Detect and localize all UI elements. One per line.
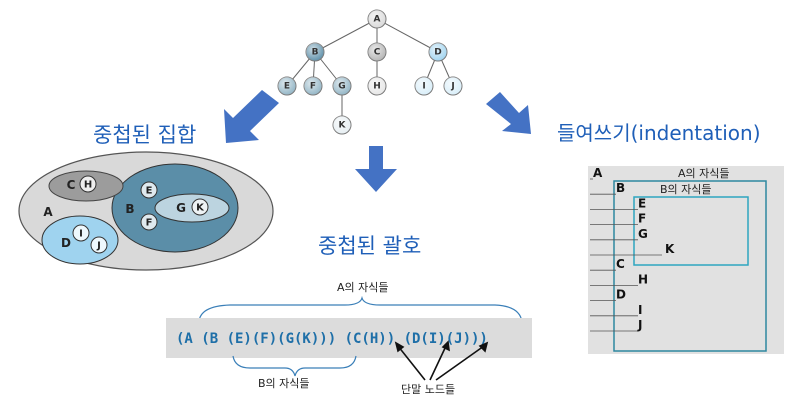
tree-node-G-shine	[333, 77, 351, 95]
tree-node-C: C	[367, 42, 387, 62]
set-G-label: G	[176, 201, 186, 215]
tree-node-J-shine	[444, 77, 462, 95]
parens-b-children-label: B의 자식들	[258, 377, 310, 390]
tree-node-H-shine	[368, 77, 386, 95]
parens-a-children-label: A의 자식들	[337, 281, 389, 294]
leaf-arrows	[394, 340, 489, 381]
nested-sets: A B C H D E F G K I J	[18, 151, 274, 271]
tree-node-F-shine	[304, 77, 322, 95]
indent-a-frame	[613, 180, 767, 352]
indent-row-B: B	[616, 181, 625, 195]
indent-b-children-label: B의 자식들	[660, 183, 712, 196]
tree-node-K-shine	[333, 116, 351, 134]
tree-node-F-label: F	[310, 82, 316, 92]
set-K-circle	[191, 198, 209, 216]
set-B-label: B	[125, 202, 134, 216]
tree-node-K-label: K	[339, 121, 347, 131]
arrow-to-indent	[486, 92, 531, 134]
tree-node-J-label: J	[450, 82, 454, 92]
tree-edge-A-B	[314, 18, 378, 53]
tree-edges	[286, 18, 454, 125]
tree-node-B-shine	[306, 43, 324, 61]
indent-row-D: D	[616, 288, 626, 302]
indent-row-G: G	[638, 227, 648, 241]
set-E-label: E	[146, 186, 153, 197]
tree-node-A-label: A	[374, 15, 381, 25]
set-F-circle	[140, 213, 158, 231]
indent-row-H: H	[638, 272, 648, 286]
indent-row-I: I	[638, 303, 642, 317]
indent-row-A: A	[593, 166, 603, 180]
tree-nodes: A B C D E F G H I J K	[277, 9, 463, 135]
parens-title: 중첩된 괄호	[318, 234, 421, 258]
tree-node-F: F	[303, 76, 323, 96]
tree-node-H: H	[367, 76, 387, 96]
tree-node-E: E	[277, 76, 297, 96]
tree-node-B-label: B	[312, 48, 319, 58]
tree-node-I-shine	[415, 77, 433, 95]
indent-a-children-label: A의 자식들	[678, 167, 730, 180]
set-E-circle	[140, 181, 158, 199]
parens-leaf-label: 단말 노드들	[401, 383, 455, 396]
tree-node-C-shine	[368, 43, 386, 61]
set-A-label: A	[43, 205, 53, 219]
set-H-label: H	[84, 180, 92, 191]
set-F-label: F	[146, 218, 153, 229]
tree-node-D-shine	[429, 43, 447, 61]
indent-title: 들여쓰기(indentation)	[557, 121, 761, 145]
indent-b-frame	[633, 196, 749, 266]
parens-expression: (A (B (E)(F)(G(K))) (C(H)) (D(I)(J)))	[176, 331, 488, 347]
b-brace	[232, 355, 357, 377]
indent-row-K: K	[665, 242, 675, 256]
tree-node-C-label: C	[374, 48, 381, 58]
tree-node-I: I	[414, 76, 434, 96]
tree-edge-A-D	[376, 18, 439, 53]
indent-row-J: J	[637, 318, 642, 332]
sets-title: 중첩된 집합	[93, 123, 196, 147]
tree-node-D-label: D	[434, 48, 441, 58]
tree-node-B: B	[305, 42, 325, 62]
set-J-circle	[90, 236, 108, 254]
tree-node-D: D	[428, 42, 448, 62]
tree-node-E-label: E	[284, 82, 290, 92]
tree-node-A: A	[367, 9, 387, 29]
set-K-label: K	[196, 203, 205, 214]
tree-node-J: J	[443, 76, 463, 96]
set-H-circle	[79, 175, 97, 193]
tree-node-A-shine	[368, 10, 386, 28]
tree-node-H-label: H	[373, 82, 381, 92]
set-D-label: D	[61, 236, 71, 250]
tree-node-G-label: G	[338, 82, 345, 92]
top-brace	[198, 295, 523, 323]
arrow-to-sets	[224, 90, 279, 143]
set-I-label: I	[79, 229, 83, 240]
indent-row-F: F	[638, 212, 646, 226]
indent-row-E: E	[638, 196, 646, 210]
set-I-circle	[72, 224, 90, 242]
parens-band	[166, 318, 532, 358]
arrow-to-parens	[355, 146, 397, 192]
indent-row-C: C	[616, 257, 625, 271]
tree-node-I-label: I	[422, 82, 425, 92]
tree-node-E-shine	[278, 77, 296, 95]
tree-node-G: G	[332, 76, 352, 96]
tree-node-K: K	[332, 115, 352, 135]
set-J-label: J	[96, 241, 101, 252]
set-C-label: C	[67, 178, 76, 192]
